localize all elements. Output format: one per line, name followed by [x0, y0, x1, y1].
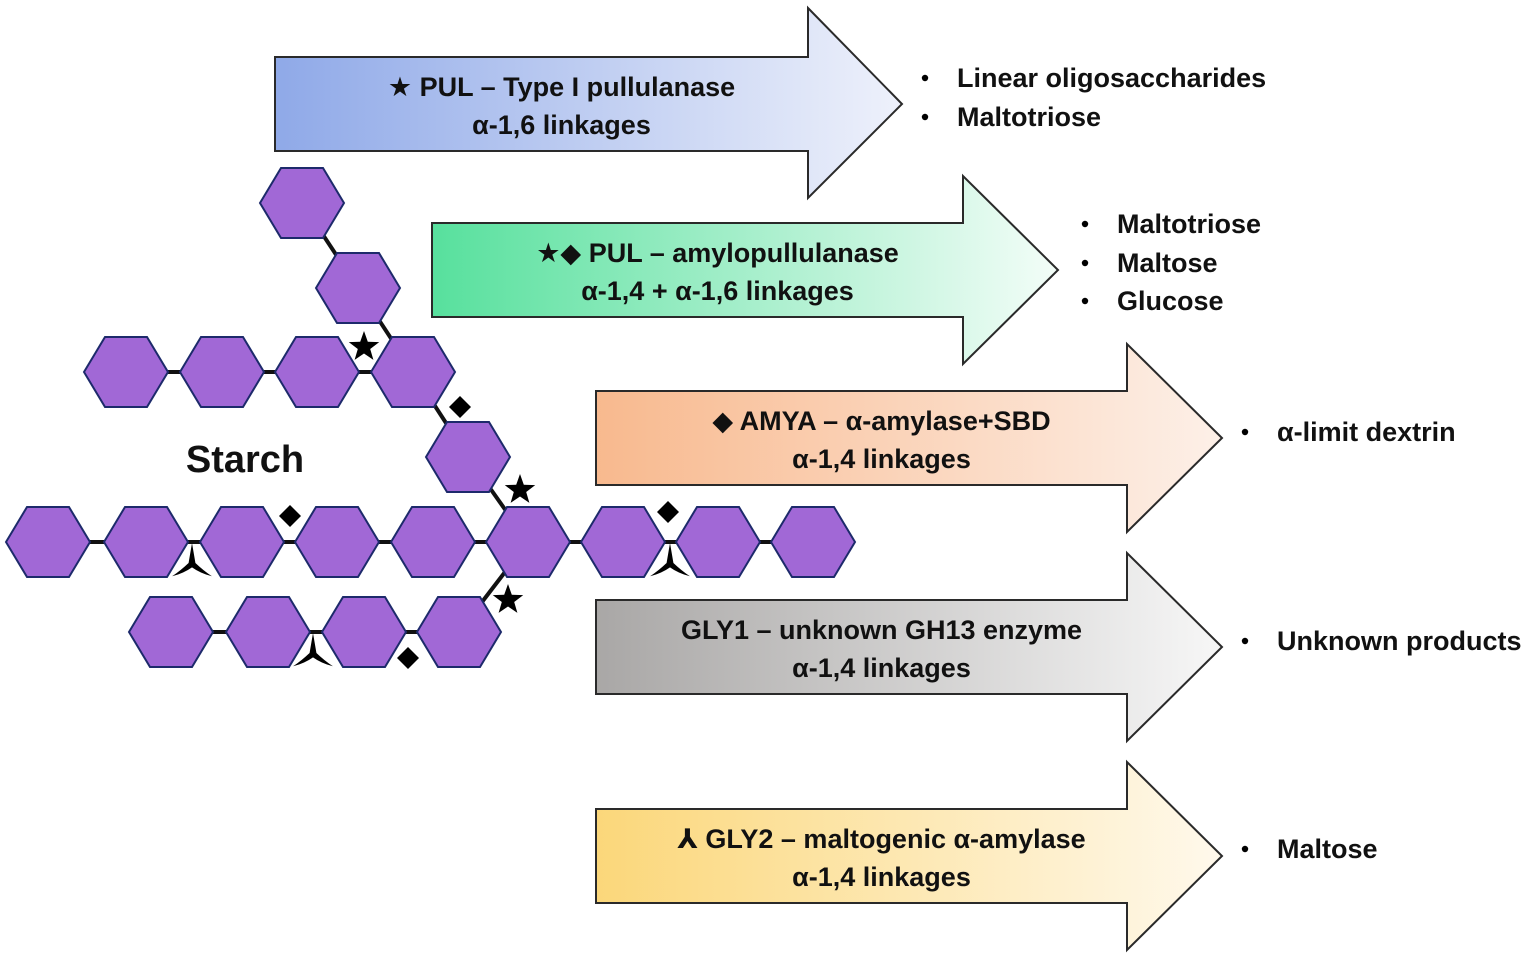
enzyme-symbol: ◆ [712, 406, 739, 436]
starch-label: Starch [186, 439, 304, 481]
linkage-label: α-1,6 linkages [472, 110, 651, 140]
tripod-icon [293, 633, 333, 667]
glucose-hexagon [674, 506, 762, 578]
enzyme-title: ◆ AMYA – α-amylase+SBD [712, 406, 1050, 436]
arrow-shape [595, 341, 1224, 535]
glucose-hexagon [424, 421, 512, 493]
product-item: Maltotriose [957, 102, 1101, 132]
glucose-hexagon [198, 506, 286, 578]
glucose-hexagon [484, 506, 572, 578]
bullet-icon [1241, 845, 1249, 853]
glucose-hexagon [314, 252, 402, 324]
glucose-hexagon [389, 506, 477, 578]
enzyme-symbol: ⅄ [677, 824, 705, 854]
enzyme-title: ⅄ GLY2 – maltogenic α-amylase [677, 824, 1085, 854]
enzyme-name: GLY2 – maltogenic α-amylase [705, 824, 1085, 854]
diamond-icon [279, 505, 301, 527]
enzyme-symbol: ★◆ [536, 238, 588, 268]
bullet-icon [1241, 428, 1249, 436]
starch-molecule [4, 167, 857, 669]
star-icon [348, 331, 380, 360]
glucose-units [4, 167, 857, 668]
glucose-hexagon [258, 167, 346, 239]
arrow-shape [431, 173, 1060, 367]
diamond-icon [397, 647, 419, 669]
glucose-hexagon [273, 336, 361, 408]
bullet-icon [1081, 220, 1089, 228]
enzyme-arrow: ★◆ PUL – amylopullulanase α-1,4 + α-1,6 l… [431, 173, 1261, 367]
arrow-shape [595, 759, 1224, 953]
enzyme-name: AMYA – α-amylase+SBD [740, 406, 1051, 436]
glucose-hexagon [320, 596, 408, 668]
diamond-icon [449, 396, 471, 418]
glucose-hexagon [769, 506, 857, 578]
enzyme-title: ★ PUL – Type I pullulanase [388, 72, 735, 102]
enzyme-arrow: ⅄ GLY2 – maltogenic α-amylase α-1,4 linka… [595, 759, 1378, 953]
enzyme-title: GLY1 – unknown GH13 enzyme [681, 615, 1082, 645]
product-item: Maltose [1117, 248, 1218, 278]
enzyme-arrow: ★ PUL – Type I pullulanase α-1,6 linkages… [274, 5, 1266, 201]
enzyme-symbol: ★ [388, 72, 420, 102]
diamond-icon [657, 501, 679, 523]
enzyme-arrow: GLY1 – unknown GH13 enzyme α-1,4 linkages… [595, 550, 1522, 744]
arrow-shape [595, 550, 1224, 744]
tripod-icon [172, 543, 212, 577]
bullet-icon [1081, 297, 1089, 305]
star-icon [492, 584, 524, 613]
product-item: Maltotriose [1117, 209, 1261, 239]
product-item: α-limit dextrin [1277, 417, 1456, 447]
glucose-hexagon [415, 596, 503, 668]
bullet-icon [1081, 259, 1089, 267]
bullet-icon [921, 74, 929, 82]
linkage-label: α-1,4 linkages [792, 862, 971, 892]
enzyme-name: PUL – amylopullulanase [589, 238, 899, 268]
linkage-label: α-1,4 linkages [792, 444, 971, 474]
product-item: Glucose [1117, 286, 1224, 316]
product-item: Unknown products [1277, 626, 1522, 656]
glucose-hexagon [178, 336, 266, 408]
linkage-label: α-1,4 + α-1,6 linkages [581, 276, 854, 306]
cleavage-site-markers [172, 331, 690, 669]
product-item: Linear oligosaccharides [957, 63, 1266, 93]
bullet-icon [1241, 637, 1249, 645]
enzyme-name: PUL – Type I pullulanase [420, 72, 736, 102]
glucose-hexagon [224, 596, 312, 668]
bullet-icon [921, 113, 929, 121]
glucose-hexagon [579, 506, 667, 578]
linkage-label: α-1,4 linkages [792, 653, 971, 683]
product-item: Maltose [1277, 834, 1378, 864]
glucose-hexagon [4, 506, 92, 578]
glucose-hexagon [127, 596, 215, 668]
enzyme-arrows: ★ PUL – Type I pullulanase α-1,6 linkages… [274, 5, 1522, 953]
enzyme-name: GLY1 – unknown GH13 enzyme [681, 615, 1082, 645]
glucose-hexagon [102, 506, 190, 578]
glucose-hexagon [82, 336, 170, 408]
star-icon [504, 474, 536, 503]
glucose-hexagon [369, 336, 457, 408]
arrow-shape [274, 5, 904, 201]
enzyme-title: ★◆ PUL – amylopullulanase [536, 238, 899, 268]
tripod-icon [650, 543, 690, 577]
glucose-hexagon [293, 506, 381, 578]
enzyme-arrow: ◆ AMYA – α-amylase+SBD α-1,4 linkages α-li… [595, 341, 1456, 535]
